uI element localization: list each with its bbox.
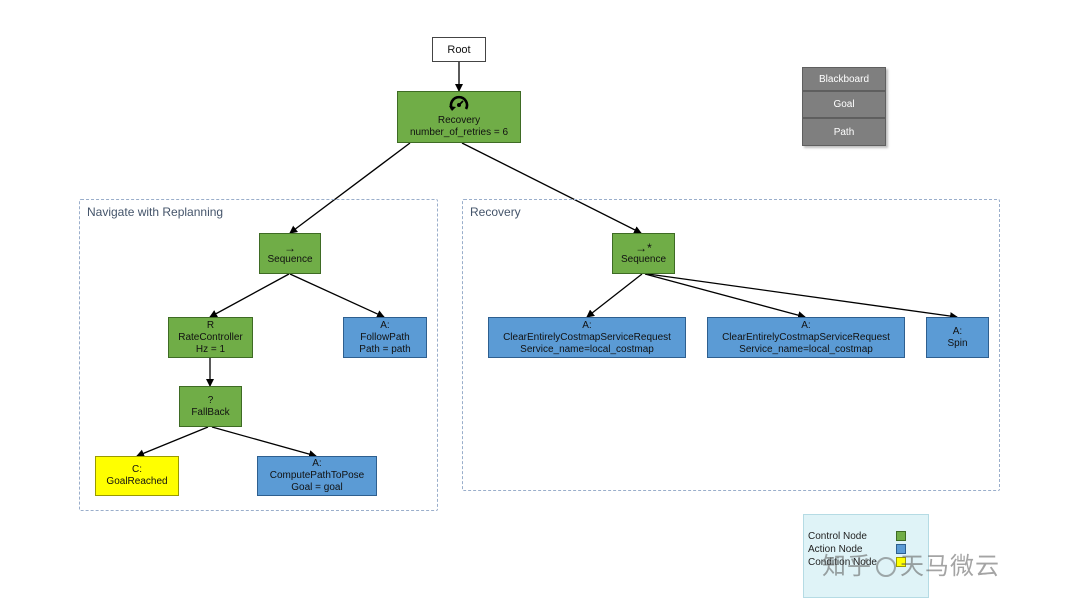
clear-costmap-node-2[interactable]: A: ClearEntirelyCostmapServiceRequest Se…	[707, 317, 905, 358]
clear-costmap-1-prefix: A:	[582, 319, 592, 331]
edge-nav-sequence-follow-path	[289, 273, 385, 318]
group-title-recovery: Recovery	[470, 205, 521, 219]
watermark-logo-icon	[876, 557, 896, 577]
clear-costmap-2-prefix: A:	[801, 319, 811, 331]
edge-rec-sequence-clear-1	[586, 273, 643, 318]
sequence-arrow-icon: →	[284, 240, 296, 255]
watermark-right-text: 天马微云	[900, 552, 1000, 580]
watermark-left-text: 知乎	[822, 552, 872, 580]
watermark: 知乎天马微云	[822, 546, 1000, 581]
blackboard-goal[interactable]: Goal	[802, 91, 886, 118]
legend-condition-label: Condition Node	[808, 557, 877, 568]
group-title-navigate: Navigate with Replanning	[87, 205, 224, 219]
legend-action-swatch	[896, 544, 906, 554]
legend-condition-swatch	[896, 557, 906, 567]
legend-control-swatch	[896, 531, 906, 541]
nav-sequence-node[interactable]: → Sequence	[259, 233, 321, 274]
spin-prefix: A:	[952, 325, 963, 337]
compute-path-node[interactable]: A: ComputePathToPose Goal = goal	[257, 456, 377, 496]
fallback-label: FallBack	[191, 406, 230, 418]
rec-sequence-node[interactable]: →* Sequence	[612, 233, 675, 274]
spin-node[interactable]: A: Spin	[926, 317, 989, 358]
recovery-param: number_of_retries = 6	[409, 127, 509, 138]
group-recovery: Recovery	[462, 199, 1000, 491]
root-node[interactable]: Root	[432, 37, 486, 62]
blackboard-path[interactable]: Path	[802, 118, 886, 146]
fallback-symbol: ?	[207, 394, 214, 406]
rate-controller-param: Hz = 1	[195, 343, 226, 355]
fallback-node[interactable]: ? FallBack	[179, 386, 242, 427]
recovery-cycle-icon	[448, 95, 470, 115]
recovery-node[interactable]: Recovery number_of_retries = 6	[397, 91, 521, 143]
clear-costmap-2-param: Service_name=local_costmap	[739, 343, 873, 355]
recovery-label: Recovery	[437, 115, 481, 126]
rate-controller-node[interactable]: R RateController Hz = 1	[168, 317, 253, 358]
edge-fallback-goal-reached	[136, 426, 209, 458]
edge-recovery-nav-sequence	[289, 142, 411, 234]
legend: Control Node Action Node Condition Node	[803, 514, 929, 598]
legend-control-label: Control Node	[808, 531, 867, 542]
edge-nav-sequence-rate-controller	[209, 273, 290, 318]
follow-path-param: Path = path	[359, 343, 411, 355]
clear-costmap-node-1[interactable]: A: ClearEntirelyCostmapServiceRequest Se…	[488, 317, 686, 358]
compute-path-label: ComputePathToPose	[269, 470, 365, 481]
clear-costmap-1-label: ClearEntirelyCostmapServiceRequest	[503, 331, 671, 343]
clear-costmap-2-label: ClearEntirelyCostmapServiceRequest	[722, 331, 890, 343]
edge-rec-sequence-clear-2	[644, 273, 806, 320]
goal-reached-label: GoalReached	[106, 476, 168, 487]
root-label: Root	[447, 43, 471, 56]
follow-path-prefix: A:	[380, 319, 390, 331]
goal-reached-node[interactable]: C: GoalReached	[95, 456, 179, 496]
follow-path-label: FollowPath	[360, 331, 410, 343]
compute-path-param: Goal = goal	[291, 482, 343, 493]
edge-recovery-rec-sequence	[461, 142, 642, 234]
compute-path-prefix: A:	[312, 458, 322, 469]
reactive-sequence-arrow-icon: →*	[635, 240, 652, 255]
goal-reached-prefix: C:	[132, 464, 142, 475]
rate-controller-symbol: R	[206, 319, 215, 331]
clear-costmap-1-param: Service_name=local_costmap	[520, 343, 654, 355]
edge-fallback-compute-path	[211, 426, 317, 458]
rec-sequence-label: Sequence	[620, 253, 667, 265]
rate-controller-label: RateController	[178, 331, 243, 343]
group-navigate-with-replanning: Navigate with Replanning	[79, 199, 438, 511]
nav-sequence-label: Sequence	[267, 253, 313, 265]
spin-label: Spin	[947, 337, 968, 349]
edge-rec-sequence-spin	[647, 273, 958, 320]
blackboard-header: Blackboard	[802, 67, 886, 91]
legend-action-label: Action Node	[808, 544, 863, 555]
follow-path-node[interactable]: A: FollowPath Path = path	[343, 317, 427, 358]
